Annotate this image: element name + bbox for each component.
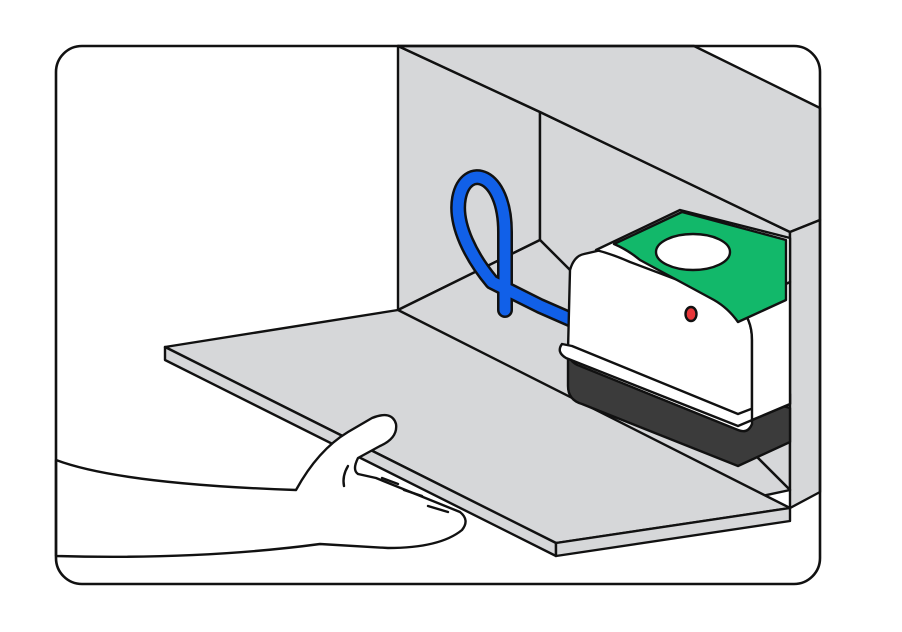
cabinet-right-panel <box>788 218 822 510</box>
rounded-frame <box>54 44 822 586</box>
pump-top-oval <box>654 232 732 272</box>
thumb-line <box>342 464 350 488</box>
finger-line-3 <box>426 504 450 514</box>
arm <box>54 413 467 558</box>
air-pump <box>558 208 792 468</box>
blue-hose <box>450 169 580 328</box>
hand-and-arm <box>54 413 467 558</box>
finger-line-2 <box>402 488 424 498</box>
pump-indicator-light <box>684 305 698 323</box>
hose-fill <box>452 171 578 326</box>
finger-line-1 <box>380 476 400 486</box>
shelf-right-edge <box>554 506 792 558</box>
